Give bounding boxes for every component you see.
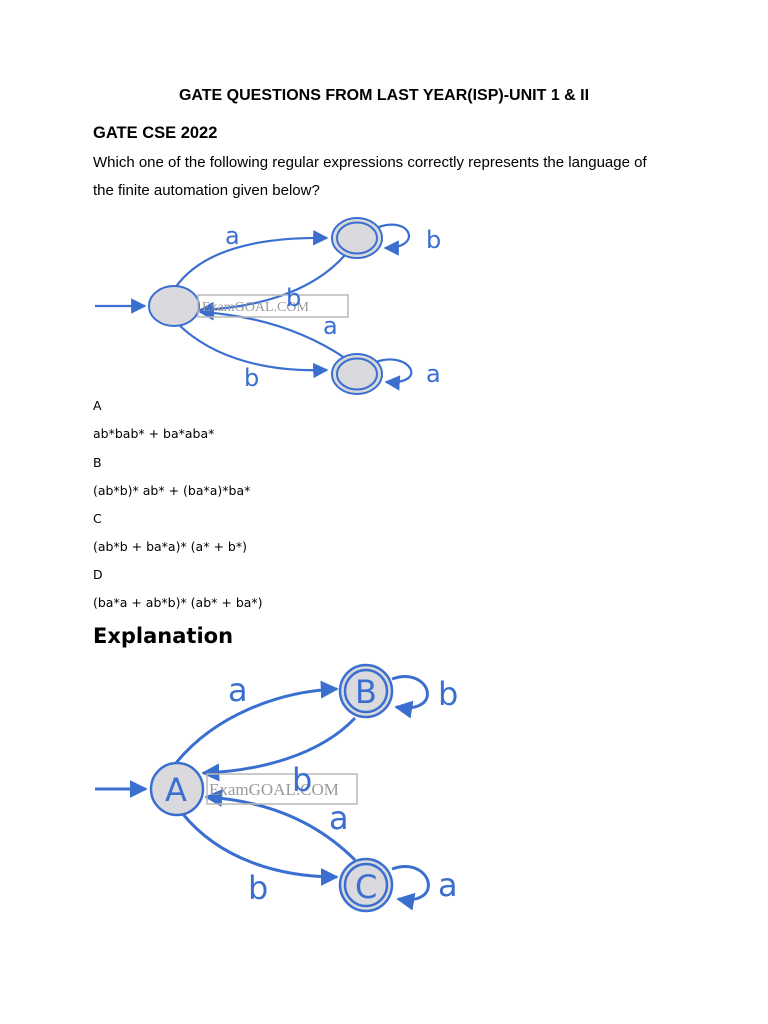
edge-b-to-a	[201, 716, 357, 782]
state-start	[148, 285, 200, 327]
label-edge-back-bottom: a	[323, 312, 338, 340]
page-title: GATE QUESTIONS FROM LAST YEAR(ISP)-UNIT …	[178, 87, 590, 104]
state-b-inner	[343, 668, 389, 714]
loop-bottom	[375, 358, 413, 391]
loop-b	[391, 675, 429, 719]
section-heading: GATE CSE 2022	[93, 124, 218, 142]
edge-start-to-top	[174, 230, 329, 289]
label-edge-top: a	[225, 222, 240, 250]
option-c-expression: (ab*b + ba*a)* (a* + b*)	[93, 539, 247, 554]
state-c-label: C	[355, 868, 377, 906]
label-loop-b: b	[438, 675, 458, 713]
label-edge-b-to-a: b	[292, 761, 312, 799]
automaton-diagram-explanation: ExamGOAL.COM A B C a b b a b a	[95, 663, 458, 913]
loop-top	[375, 223, 410, 256]
edge-c-to-a	[204, 789, 357, 862]
automaton-diagram-question: ExamGOAL.COM a b b a b a	[95, 217, 441, 395]
watermark-box	[206, 773, 358, 805]
option-d-expression: (ba*a + ab*b)* (ab* + ba*)	[93, 595, 263, 610]
edge-a-to-c	[180, 812, 339, 886]
option-a-letter: A	[93, 398, 102, 413]
label-edge-a-to-b: a	[228, 671, 248, 709]
loop-c	[391, 865, 430, 911]
option-c-letter: C	[93, 511, 102, 526]
state-top-inner	[336, 221, 378, 255]
state-b-label: B	[355, 673, 377, 711]
state-c-inner	[343, 862, 389, 908]
label-edge-a-to-c: b	[248, 869, 268, 907]
option-a-expression: ab*bab* + ba*aba*	[93, 426, 215, 441]
label-edge-back-top: b	[286, 284, 301, 312]
edge-a-to-b	[174, 680, 339, 764]
label-edge-c-to-a: a	[329, 799, 349, 837]
option-d-letter: D	[93, 567, 103, 582]
explanation-heading: Explanation	[93, 624, 234, 648]
watermark: ExamGOAL.COM	[209, 780, 339, 799]
label-edge-bottom: b	[244, 364, 259, 392]
question-text-line1: Which one of the following regular expre…	[93, 154, 647, 171]
option-b-expression: (ab*b)* ab* + (ba*a)*ba*	[93, 483, 251, 498]
edge-top-to-start	[198, 254, 346, 318]
state-bottom-inner	[336, 357, 378, 391]
edge-bottom-to-start	[198, 305, 346, 359]
watermark-box	[197, 294, 349, 318]
state-a	[149, 761, 205, 817]
question-text-line2: the finite automation given below?	[93, 182, 320, 199]
option-b-letter: B	[93, 455, 102, 470]
watermark: ExamGOAL.COM	[202, 300, 309, 315]
state-a-label: A	[165, 771, 187, 809]
label-loop-c: a	[438, 866, 458, 904]
edge-start-to-bottom	[177, 323, 329, 379]
label-loop-bottom: a	[426, 360, 441, 388]
label-loop-top: b	[426, 226, 441, 254]
